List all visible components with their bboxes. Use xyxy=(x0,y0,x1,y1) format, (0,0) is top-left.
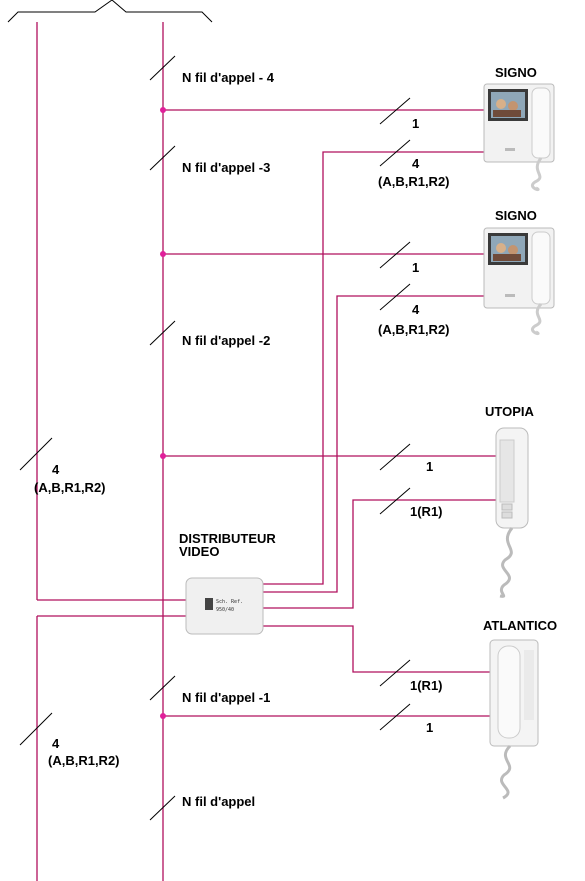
call-wire-label-1: N fil d'appel -1 xyxy=(182,690,270,705)
signo1-bus-detail: (A,B,R1,R2) xyxy=(378,174,450,189)
signo1-call-count: 1 xyxy=(412,116,419,131)
riser-lower-count: 4 xyxy=(52,736,60,751)
call-wire-label-4: N fil d'appel - 4 xyxy=(182,70,275,85)
riser-upper-detail: (A,B,R1,R2) xyxy=(34,480,106,495)
junction-node xyxy=(160,107,166,113)
distributor-box: Sch. Ref. 950/40 xyxy=(185,577,264,635)
junction-node xyxy=(160,453,166,459)
device-title-signo-2: SIGNO xyxy=(495,208,537,223)
signo2-call-count: 1 xyxy=(412,260,419,275)
riser-lower-detail: (A,B,R1,R2) xyxy=(48,753,120,768)
atlantico-call-count: 1 xyxy=(426,720,433,735)
distributor-box-ref: Sch. Ref. xyxy=(216,599,243,605)
bus-to-signo-1 xyxy=(263,151,484,585)
cable-slashes xyxy=(19,55,411,821)
device-title-atlantico: ATLANTICO xyxy=(483,618,557,633)
call-wire-label-3: N fil d'appel -3 xyxy=(182,160,270,175)
distributor-box-code: 950/40 xyxy=(216,607,234,613)
top-bracket xyxy=(7,0,213,23)
utopia-call-count: 1 xyxy=(426,459,433,474)
signo-monitor-1 xyxy=(483,83,555,192)
r1-to-atlantico xyxy=(263,625,490,673)
riser-upper-count: 4 xyxy=(52,462,60,477)
junction-node xyxy=(160,713,166,719)
device-title-utopia: UTOPIA xyxy=(485,404,534,419)
atlantico-r1-label: 1(R1) xyxy=(410,678,443,693)
r1-to-utopia xyxy=(263,499,496,609)
junction-node xyxy=(160,251,166,257)
distributor-title-2: VIDEO xyxy=(179,544,219,559)
signo-monitor-2 xyxy=(483,227,555,336)
signo2-bus-detail: (A,B,R1,R2) xyxy=(378,322,450,337)
bus-to-signo-2 xyxy=(263,295,484,593)
signo2-bus-count: 4 xyxy=(412,302,420,317)
signo1-bus-count: 4 xyxy=(412,156,420,171)
utopia-handset xyxy=(495,427,529,598)
atlantico-handset xyxy=(489,639,539,800)
call-wire-label-2: N fil d'appel -2 xyxy=(182,333,270,348)
device-title-signo-1: SIGNO xyxy=(495,65,537,80)
utopia-r1-label: 1(R1) xyxy=(410,504,443,519)
distributor-title-1: DISTRIBUTEUR xyxy=(179,531,276,546)
call-wire-label-0: N fil d'appel xyxy=(182,794,255,809)
